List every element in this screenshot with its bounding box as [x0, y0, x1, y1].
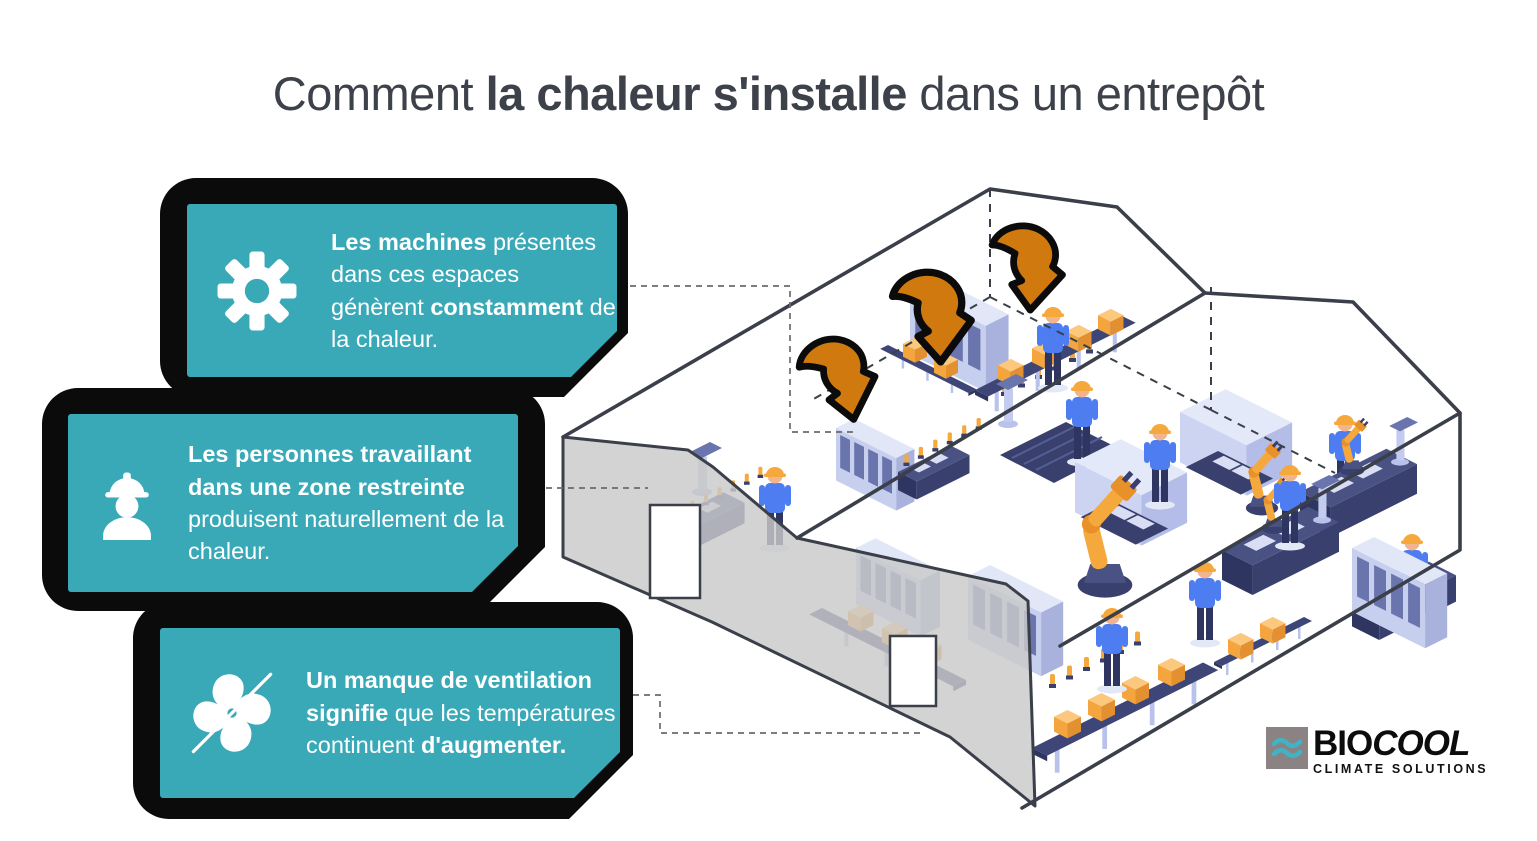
card-machines: Les machines présentes dans ces espaces …: [160, 178, 628, 397]
card-panel: Un manque de ventilation signifie que le…: [160, 628, 620, 798]
card-connectors: [546, 285, 925, 734]
waves-icon: [1266, 727, 1308, 769]
building-outline: [561, 187, 1462, 810]
logo-text: BIOCOOL CLIMATE SOLUTIONS: [1313, 724, 1489, 776]
hard-hat-worker-icon: [92, 466, 162, 540]
worker-figure: [1189, 562, 1221, 648]
cutaway-wall: [561, 435, 1037, 808]
doorway: [648, 503, 702, 600]
card-panel: Les machines présentes dans ces espaces …: [187, 204, 617, 377]
card-text: Un manque de ventilation signifie que le…: [306, 667, 616, 759]
fan-icon: [186, 667, 278, 759]
brand-tagline: CLIMATE SOLUTIONS: [1313, 762, 1489, 776]
warehouse-interior: [664, 276, 1456, 773]
connector-ventilation: [633, 694, 925, 734]
biocool-logo: BIOCOOL CLIMATE SOLUTIONS: [1266, 724, 1489, 776]
heat-arrow-icon: [796, 334, 881, 426]
card-panel: Les personnes travaillant dans une zone …: [68, 414, 518, 592]
card-ventilation: Un manque de ventilation signifie que le…: [133, 602, 633, 819]
card-text: Les machines présentes dans ces espaces …: [331, 228, 616, 352]
card-people: Les personnes travaillant dans une zone …: [42, 388, 545, 611]
page-title: Comment la chaleur s'installe dans un en…: [272, 67, 1265, 120]
brand-name: BIOCOOL: [1313, 724, 1470, 763]
heat-arrows: [796, 222, 1069, 426]
gear-icon: [215, 249, 299, 333]
connector-machines: [630, 285, 856, 433]
doorway: [888, 634, 938, 708]
card-text: Les personnes travaillant dans une zone …: [188, 441, 505, 565]
